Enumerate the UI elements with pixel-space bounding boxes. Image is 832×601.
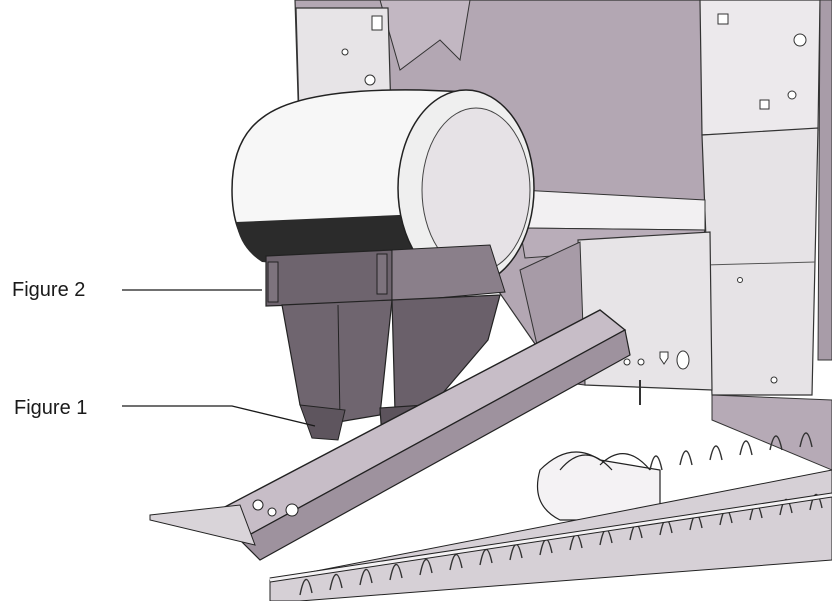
figure-1-label: Figure 1 <box>14 397 88 419</box>
figure-2-label: Figure 2 <box>12 279 86 301</box>
figure-1-leader <box>122 405 316 427</box>
diagonal-arm <box>149 309 631 561</box>
feed-auger <box>536 451 661 521</box>
tank-mounting-bracket <box>265 244 506 307</box>
pickup-reel <box>269 432 832 601</box>
callout-leaders <box>122 289 316 427</box>
right-lower-box <box>701 127 832 471</box>
right-upper-panel <box>699 0 832 361</box>
